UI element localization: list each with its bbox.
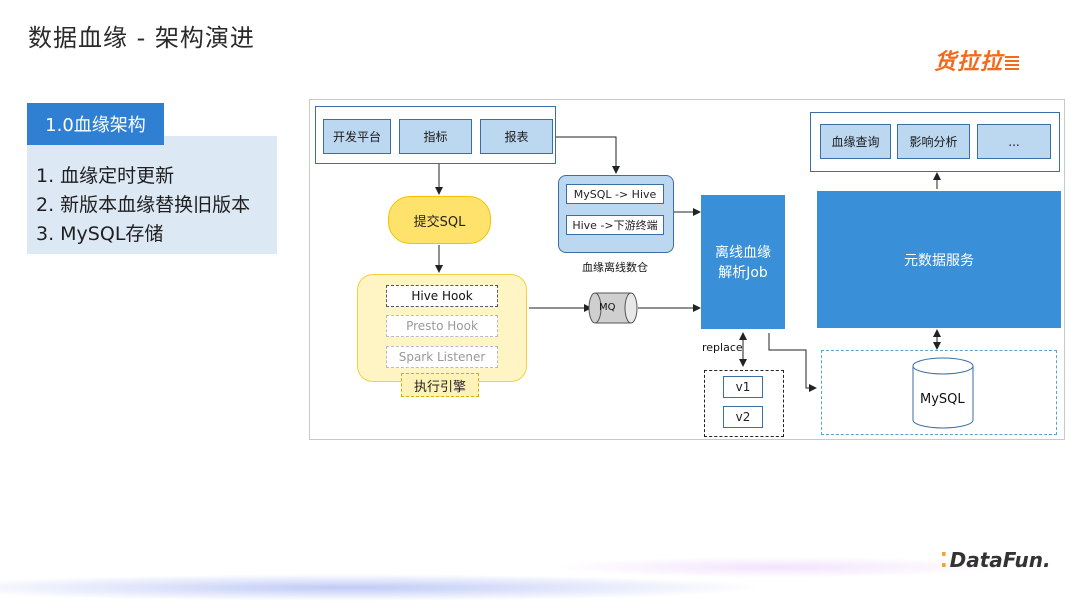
platform-box-metric: 指标 — [399, 119, 472, 154]
brand-stripes-icon — [1005, 56, 1020, 70]
mq-cylinder-icon — [588, 292, 638, 324]
sidebar-item: 3. MySQL存储 — [36, 223, 164, 245]
mysql-label: MySQL — [920, 392, 965, 407]
warehouse-item-hive-downstream: Hive ->下游终端 — [566, 215, 664, 235]
footer-logo-text: DataFun. — [949, 548, 1051, 572]
architecture-diagram: 开发平台 指标 报表 提交SQL Hive Hook Presto Hook S… — [309, 99, 1065, 440]
presto-hook: Presto Hook — [386, 315, 498, 337]
brand-logo-text: 货拉拉 — [934, 50, 1004, 75]
offline-lineage-job: 离线血缘 解析Job — [701, 195, 785, 329]
warehouse-item-mysql-hive: MySQL -> Hive — [566, 184, 664, 204]
footer-decoration — [0, 540, 1080, 608]
sidebar-panel — [27, 136, 277, 254]
metadata-service: 元数据服务 — [817, 191, 1061, 328]
arrow-platform-to-warehouse — [556, 136, 620, 174]
replace-label: replace — [702, 341, 743, 354]
brand-logo: 货拉拉 — [934, 44, 1020, 76]
platform-box-report: 报表 — [480, 119, 553, 154]
arrows-layer — [435, 136, 974, 429]
job-line-1: 离线血缘 — [715, 245, 771, 261]
footer-logo: ⁚DataFun. — [940, 548, 1051, 572]
version-v2: v2 — [723, 406, 763, 428]
sidebar-tab: 1.0血缘架构 — [27, 103, 164, 145]
arrow-job-to-mysql — [768, 333, 817, 392]
query-box-more: ... — [977, 124, 1051, 159]
spark-listener: Spark Listener — [386, 346, 498, 368]
mq-label: MQ — [599, 302, 616, 313]
mysql-frame — [821, 350, 1057, 435]
page-title: 数据血缘 - 架构演进 — [28, 24, 255, 52]
platform-box-dev: 开发平台 — [323, 119, 391, 154]
version-v1: v1 — [723, 376, 763, 398]
sidebar-item: 1. 血缘定时更新 — [36, 165, 175, 187]
datafun-dots-icon: ⁚ — [940, 548, 948, 572]
engine-label: 执行引擎 — [401, 373, 479, 397]
query-box-lineage: 血缘查询 — [820, 124, 891, 159]
sidebar-item: 2. 新版本血缘替换旧版本 — [36, 194, 251, 216]
query-box-impact: 影响分析 — [897, 124, 970, 159]
mysql-cylinder-icon — [912, 357, 974, 429]
submit-sql-node: 提交SQL — [388, 196, 491, 244]
warehouse-label: 血缘离线数仓 — [582, 261, 648, 274]
job-line-2: 解析Job — [718, 265, 768, 281]
hive-hook: Hive Hook — [386, 285, 498, 307]
versions-frame — [704, 370, 784, 437]
sidebar-list: 1. 血缘定时更新 2. 新版本血缘替换旧版本 3. MySQL存储 — [36, 162, 250, 249]
